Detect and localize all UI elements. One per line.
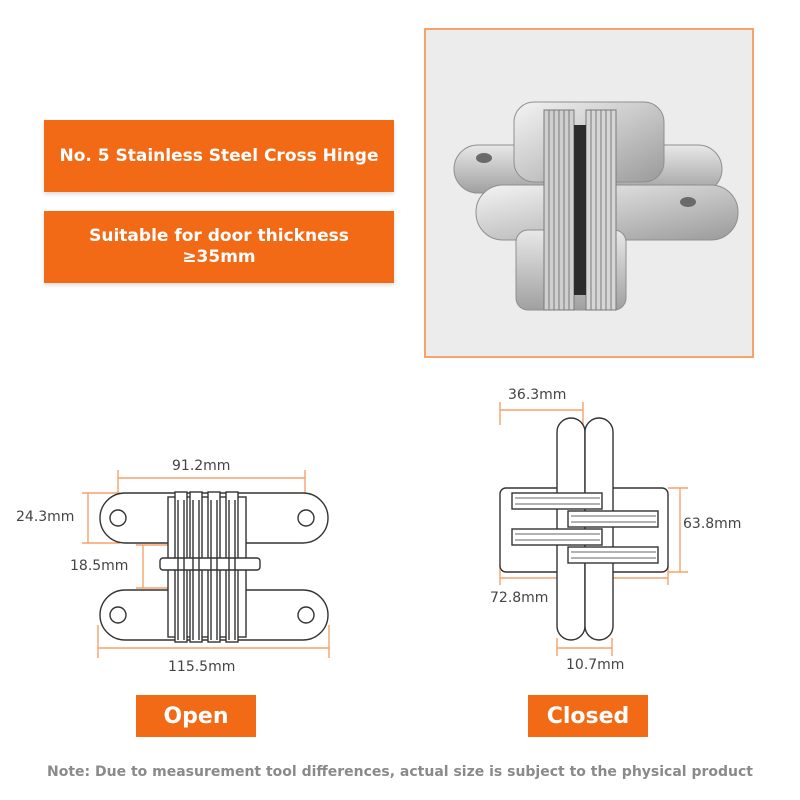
open-width-label: 91.2mm [172, 458, 231, 474]
thickness-line-2: ≥35mm [182, 247, 256, 267]
closed-tag: Closed [528, 695, 648, 737]
thickness-banner: Suitable for door thickness ≥35mm [44, 211, 394, 283]
closed-top-label: 36.3mm [508, 387, 567, 403]
model-banner: No. 5 Stainless Steel Cross Hinge [44, 120, 394, 192]
closed-bottom-label: 10.7mm [566, 657, 625, 673]
closed-tag-label: Closed [546, 703, 630, 729]
measurement-note: Note: Due to measurement tool difference… [47, 764, 753, 780]
open-gap-label: 18.5mm [70, 558, 129, 574]
model-title: No. 5 Stainless Steel Cross Hinge [59, 146, 379, 166]
hinge-photo-illustration [426, 30, 752, 356]
product-photo [424, 28, 754, 358]
thickness-line-1: Suitable for door thickness [89, 226, 349, 246]
closed-hinge-drawing [499, 417, 669, 641]
open-total-label: 115.5mm [168, 659, 236, 675]
open-hinge-drawing [99, 491, 329, 643]
closed-height-label: 63.8mm [683, 516, 742, 532]
open-tag-label: Open [163, 703, 229, 729]
open-tag: Open [136, 695, 256, 737]
open-height-label: 24.3mm [16, 509, 75, 525]
closed-width-label: 72.8mm [490, 590, 549, 606]
